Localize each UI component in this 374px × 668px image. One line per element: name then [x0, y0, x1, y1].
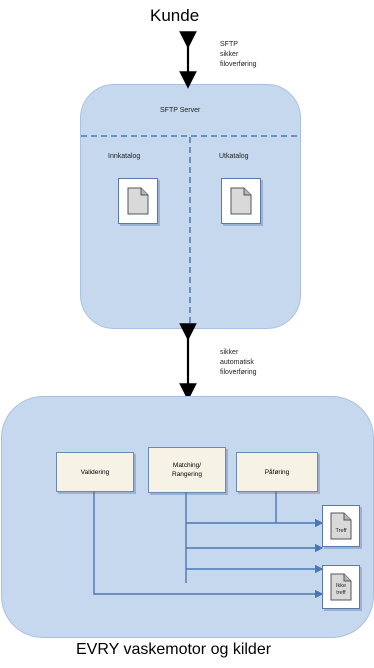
document-icon [230, 187, 252, 215]
match-output: Treff [322, 505, 360, 547]
no-match-label-line1: Ikke [335, 583, 347, 589]
inbox-label: Innkatalog [108, 153, 141, 160]
customer-label: Kunde [150, 6, 200, 25]
sftp-server-title: SFTP Server [160, 107, 201, 114]
auto-transfer-note: sikker automatisk filoverføring [220, 349, 257, 376]
match-label: Treff [335, 527, 347, 534]
matching-step: Matching/ Rangering [148, 447, 226, 493]
inbox-file [118, 178, 158, 224]
document-icon [330, 512, 352, 540]
validation-step: Validering [56, 452, 134, 492]
document-icon [330, 573, 352, 601]
no-match-output: Ikke treff [322, 565, 360, 609]
sftp-server-box [80, 84, 301, 329]
apply-step: Påføring [236, 452, 318, 492]
no-match-label-line2: treff [336, 590, 346, 596]
evry-engine-box [1, 396, 374, 638]
sftp-transfer-note: SFTP sikker filoverføring [220, 41, 257, 68]
document-icon [127, 187, 149, 215]
outbox-file [221, 178, 261, 224]
outbox-label: Utkatalog [219, 153, 249, 160]
evry-engine-label: EVRY vaskemotor og kilder [76, 641, 272, 658]
